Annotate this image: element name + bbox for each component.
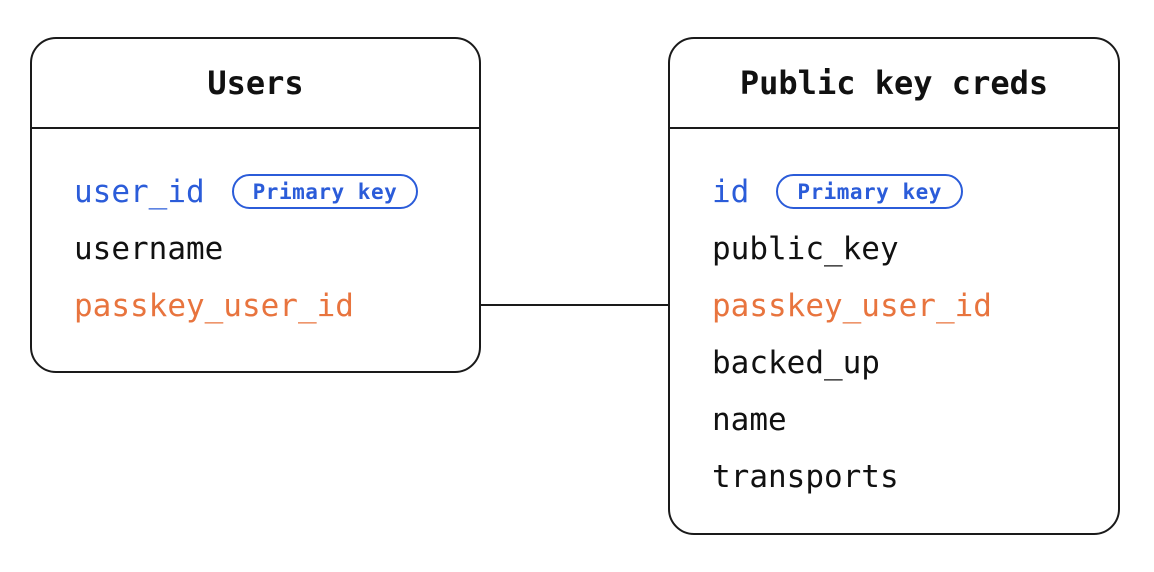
primary-key-badge: Primary key: [776, 174, 963, 209]
field-row-username: username: [74, 220, 479, 277]
table-users-fields: user_id Primary key username passkey_use…: [32, 129, 479, 334]
field-row-id: id Primary key: [712, 163, 1118, 220]
field-name-public-key: public_key: [712, 230, 899, 267]
field-name-username: username: [74, 230, 224, 267]
field-name-name: name: [712, 401, 787, 438]
field-name-id: id: [712, 173, 750, 210]
field-name-transports: transports: [712, 458, 899, 495]
table-users-title: Users: [207, 64, 304, 102]
field-name-passkey-user-id: passkey_user_id: [712, 287, 992, 324]
relationship-connector-line: [479, 304, 670, 306]
field-row-transports: transports: [712, 448, 1118, 505]
field-name-backed-up: backed_up: [712, 344, 880, 381]
field-row-passkey-user-id: passkey_user_id: [74, 277, 479, 334]
table-users-header: Users: [32, 39, 479, 129]
primary-key-badge: Primary key: [231, 174, 419, 209]
field-row-user-id: user_id Primary key: [74, 163, 479, 220]
field-row-name: name: [712, 391, 1118, 448]
table-public-key-creds-title: Public key creds: [739, 64, 1049, 102]
table-public-key-creds-header: Public key creds: [670, 39, 1118, 129]
table-public-key-creds-fields: id Primary key public_key passkey_user_i…: [670, 129, 1118, 505]
table-public-key-creds: Public key creds id Primary key public_k…: [668, 37, 1120, 535]
table-users: Users user_id Primary key username passk…: [30, 37, 481, 373]
field-row-passkey-user-id: passkey_user_id: [712, 277, 1118, 334]
field-name-user-id: user_id: [74, 173, 205, 210]
field-row-backed-up: backed_up: [712, 334, 1118, 391]
field-row-public-key: public_key: [712, 220, 1118, 277]
field-name-passkey-user-id: passkey_user_id: [74, 287, 354, 324]
